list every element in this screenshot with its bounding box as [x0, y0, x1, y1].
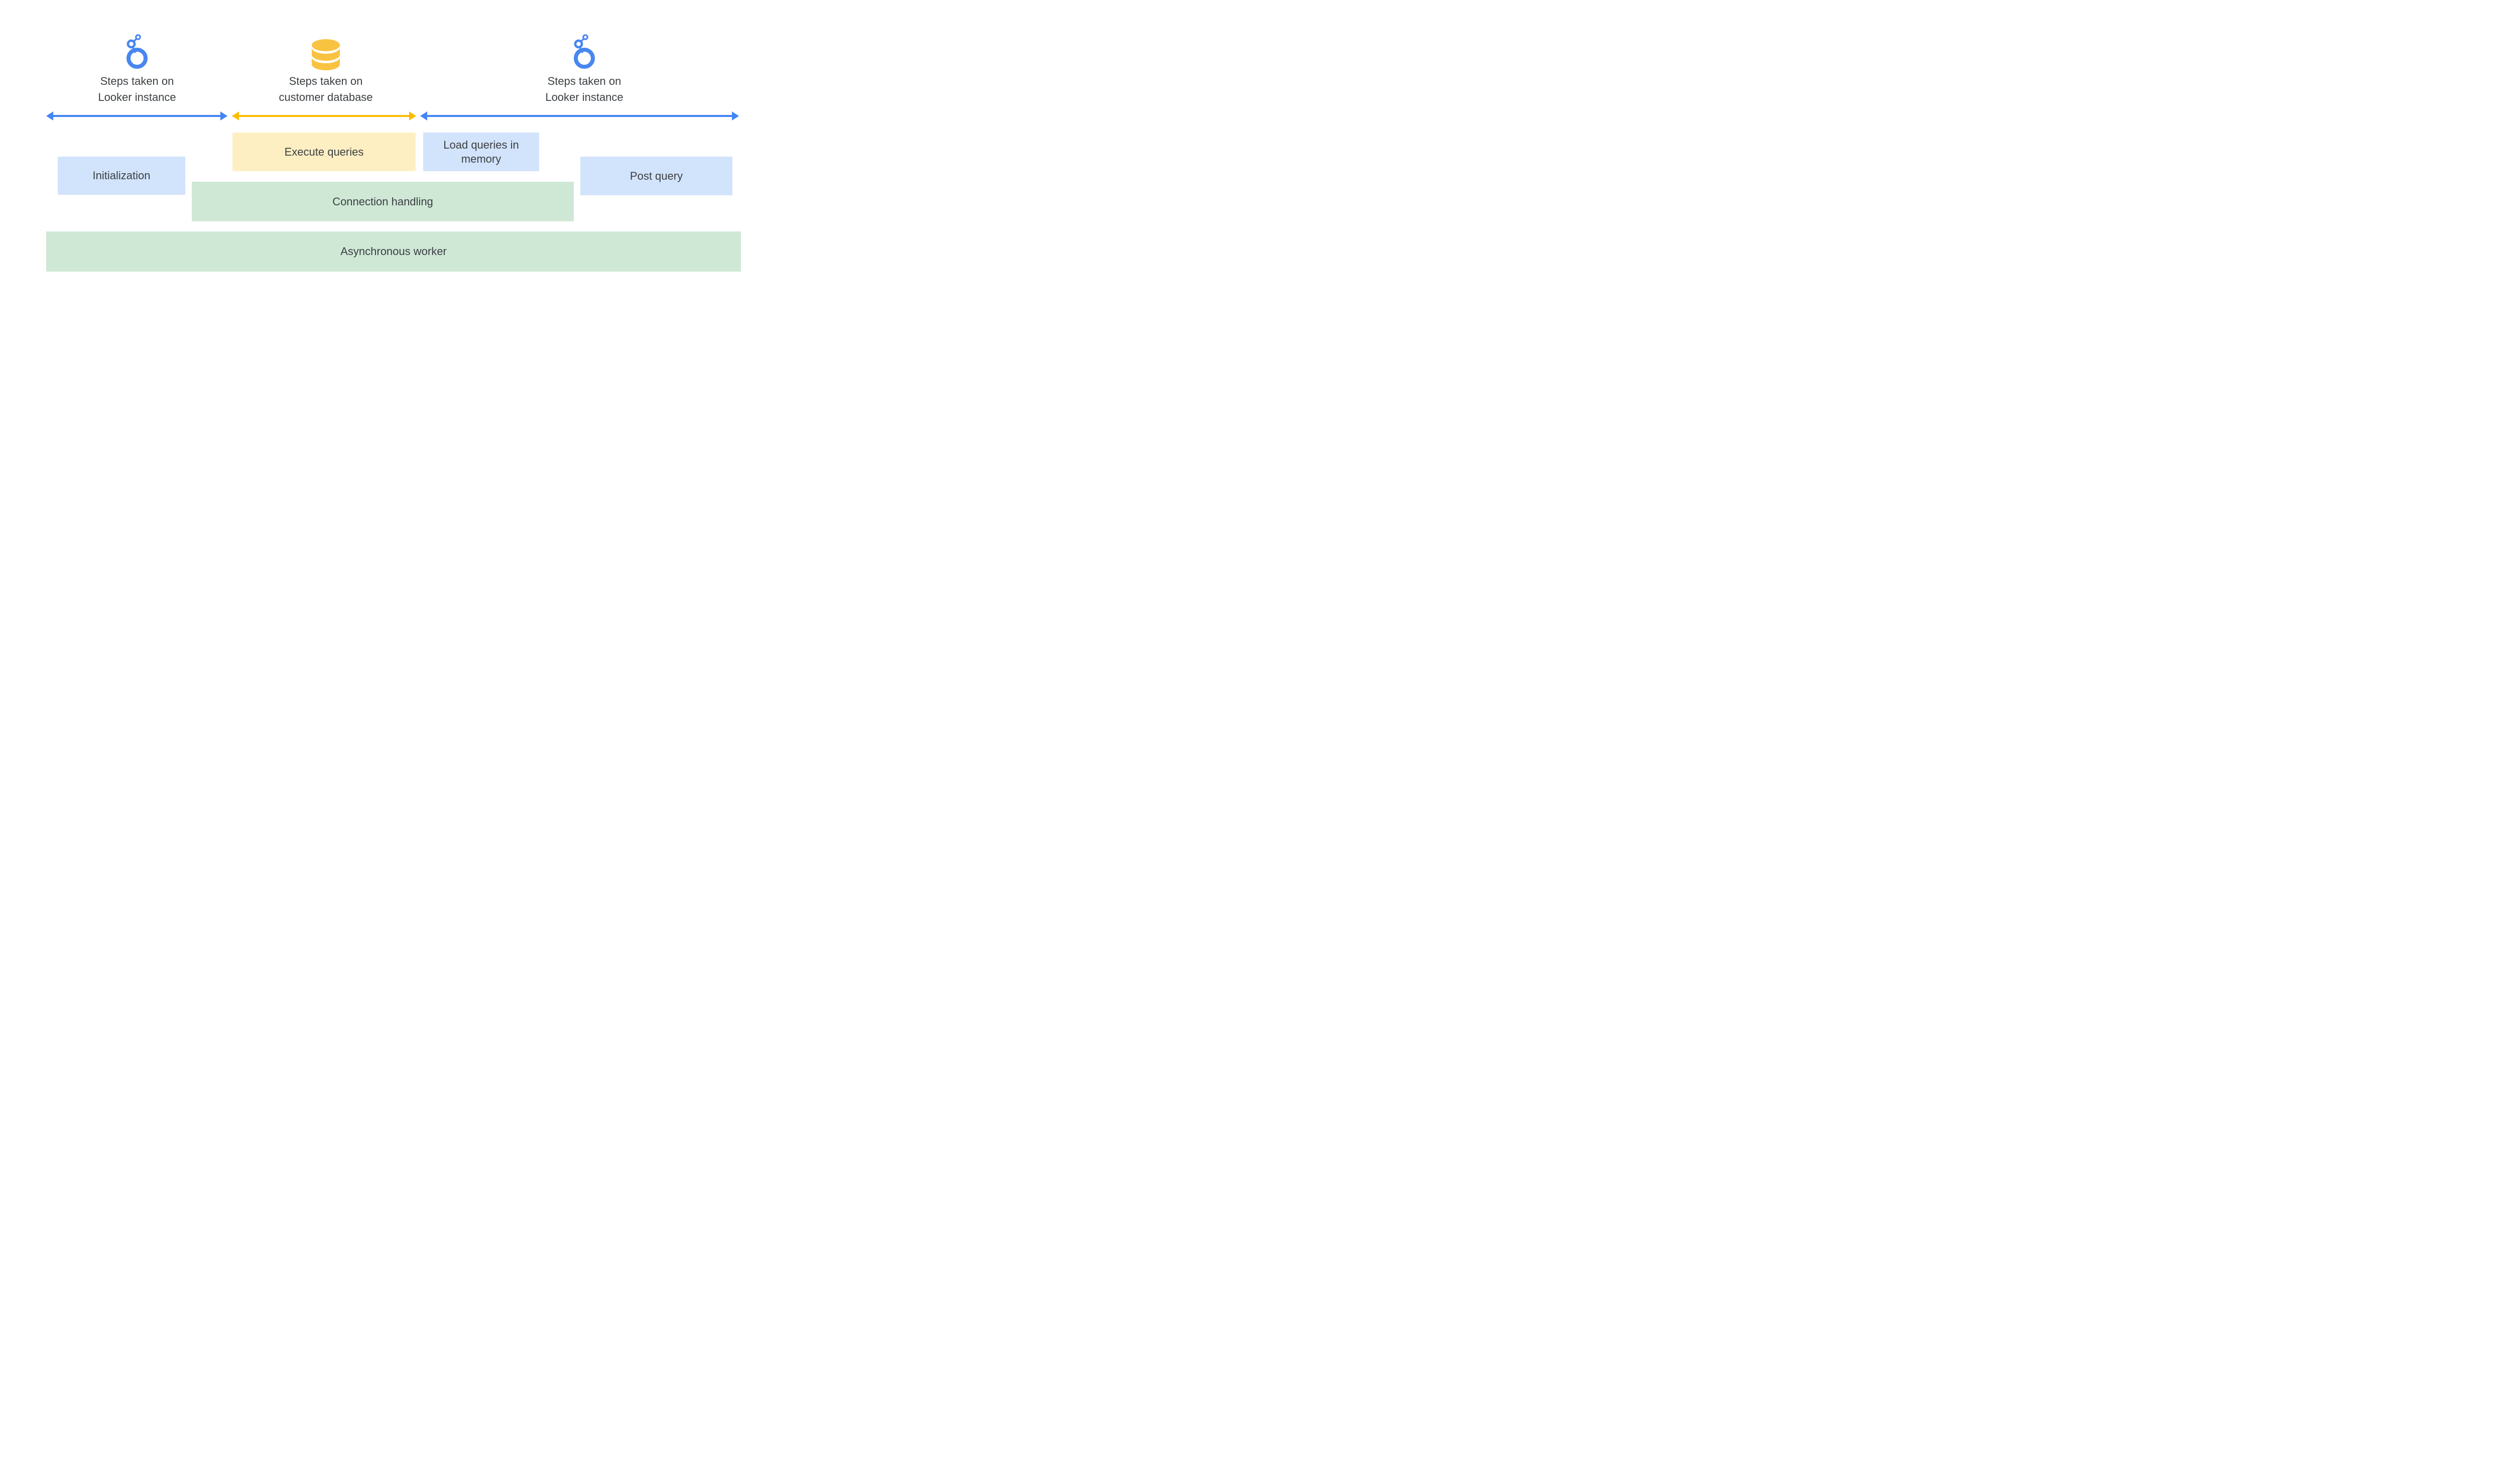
box-label: Load queries in memory [443, 138, 519, 165]
range-arrow-customer-database [232, 111, 416, 120]
caption-line: Looker instance [98, 91, 176, 103]
arrow-right-head-icon [409, 111, 416, 120]
arrow-left-head-icon [46, 111, 53, 120]
looker-logo-icon [574, 34, 595, 69]
caption-steps-looker-left: Steps taken on Looker instance [57, 73, 217, 105]
box-execute-queries: Execute queries [232, 133, 416, 171]
arrow-shaft [426, 115, 733, 117]
arrow-shaft [237, 115, 411, 117]
box-label: Execute queries [284, 145, 364, 158]
caption-line: Steps taken on [289, 75, 363, 87]
range-arrow-looker-left [46, 111, 227, 120]
arrow-right-head-icon [732, 111, 739, 120]
caption-line: Looker instance [545, 91, 623, 103]
arrow-right-head-icon [220, 111, 227, 120]
box-label: Asynchronous worker [340, 245, 447, 258]
caption-steps-looker-right: Steps taken on Looker instance [504, 73, 665, 105]
caption-steps-customer-database: Steps taken on customer database [240, 73, 411, 105]
box-initialization: Initialization [58, 157, 185, 195]
box-load-queries-in-memory: Load queries in memory [423, 133, 539, 171]
range-arrow-looker-right [420, 111, 739, 120]
arrow-left-head-icon [420, 111, 427, 120]
box-label: Post query [630, 169, 683, 182]
arrow-shaft [52, 115, 222, 117]
box-connection-handling: Connection handling [192, 182, 574, 221]
box-post-query: Post query [580, 157, 732, 195]
looker-logo-icon [127, 34, 148, 69]
diagram-canvas: Steps taken on Looker instance Steps tak… [0, 0, 787, 291]
caption-line: Steps taken on [547, 75, 621, 87]
arrow-left-head-icon [232, 111, 239, 120]
box-asynchronous-worker: Asynchronous worker [46, 231, 741, 272]
box-label: Initialization [92, 169, 151, 182]
database-icon [312, 39, 340, 70]
box-label: Connection handling [332, 195, 433, 208]
caption-line: Steps taken on [100, 75, 174, 87]
caption-line: customer database [279, 91, 373, 103]
